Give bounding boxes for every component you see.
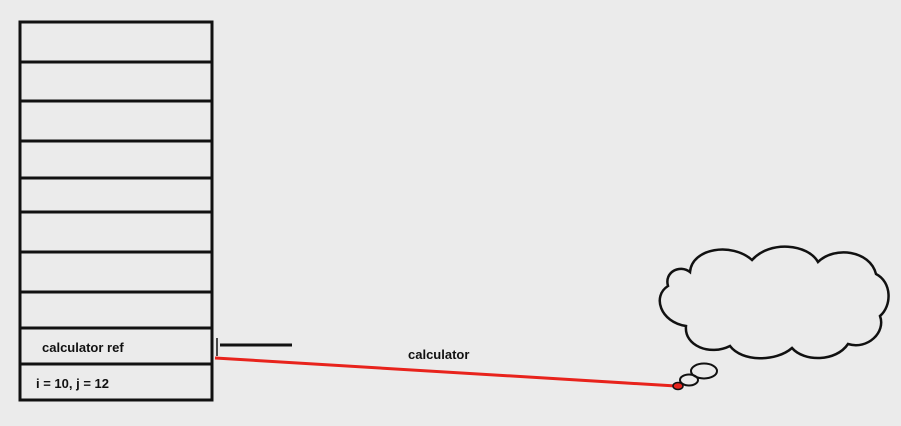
stack-dividers (20, 60, 212, 366)
cloud-bubble-medium (679, 373, 699, 387)
reference-marker (216, 338, 292, 356)
reference-label: calculator (408, 347, 469, 362)
stack-cell-label-calculator-ref: calculator ref (42, 340, 124, 355)
cloud-shape (658, 245, 890, 360)
cloud-bubble-large (690, 362, 718, 380)
reference-line (214, 356, 677, 388)
stack-cell-label-variables: i = 10, j = 12 (36, 376, 109, 391)
stack: calculator ref i = 10, j = 12 (18, 20, 214, 402)
stack-cell-calculator-ref: calculator ref (42, 340, 124, 355)
heap-object-cloud (658, 245, 890, 391)
stack-cell-variables: i = 10, j = 12 (36, 376, 109, 391)
cloud-bubble-small (672, 381, 684, 391)
